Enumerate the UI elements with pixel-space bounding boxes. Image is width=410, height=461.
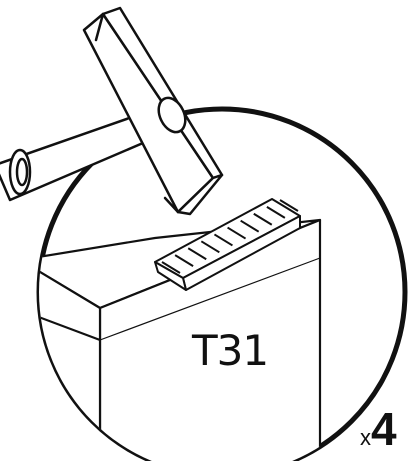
hammer-bevel — [163, 196, 180, 214]
connector-tooth — [200, 240, 220, 254]
panel-edge-line — [39, 308, 101, 342]
connector-tooth — [187, 247, 207, 261]
hammer-face — [176, 173, 224, 216]
connector-tooth — [279, 199, 299, 212]
connector-tooth — [227, 226, 247, 240]
quantity-prefix: x — [360, 425, 371, 450]
connector-tooth — [161, 261, 181, 274]
connector-tooth — [253, 212, 273, 226]
hammer-bevel — [94, 12, 105, 42]
connector-left — [154, 261, 187, 291]
hammer-collar — [157, 96, 187, 134]
connector-tooth — [240, 219, 260, 233]
quantity-count: 4 — [371, 403, 397, 455]
panel-edge-line — [99, 257, 321, 341]
connector-teeth — [161, 199, 299, 274]
quantity-badge: x4 — [360, 403, 397, 455]
hammer-icon — [0, 6, 224, 216]
part-label: T31 — [192, 326, 269, 375]
connector-tooth — [266, 206, 286, 219]
handle-end-inner — [15, 157, 29, 187]
connector-tooth — [174, 254, 194, 267]
connector-strip — [154, 198, 301, 291]
connector-tooth — [213, 233, 233, 247]
